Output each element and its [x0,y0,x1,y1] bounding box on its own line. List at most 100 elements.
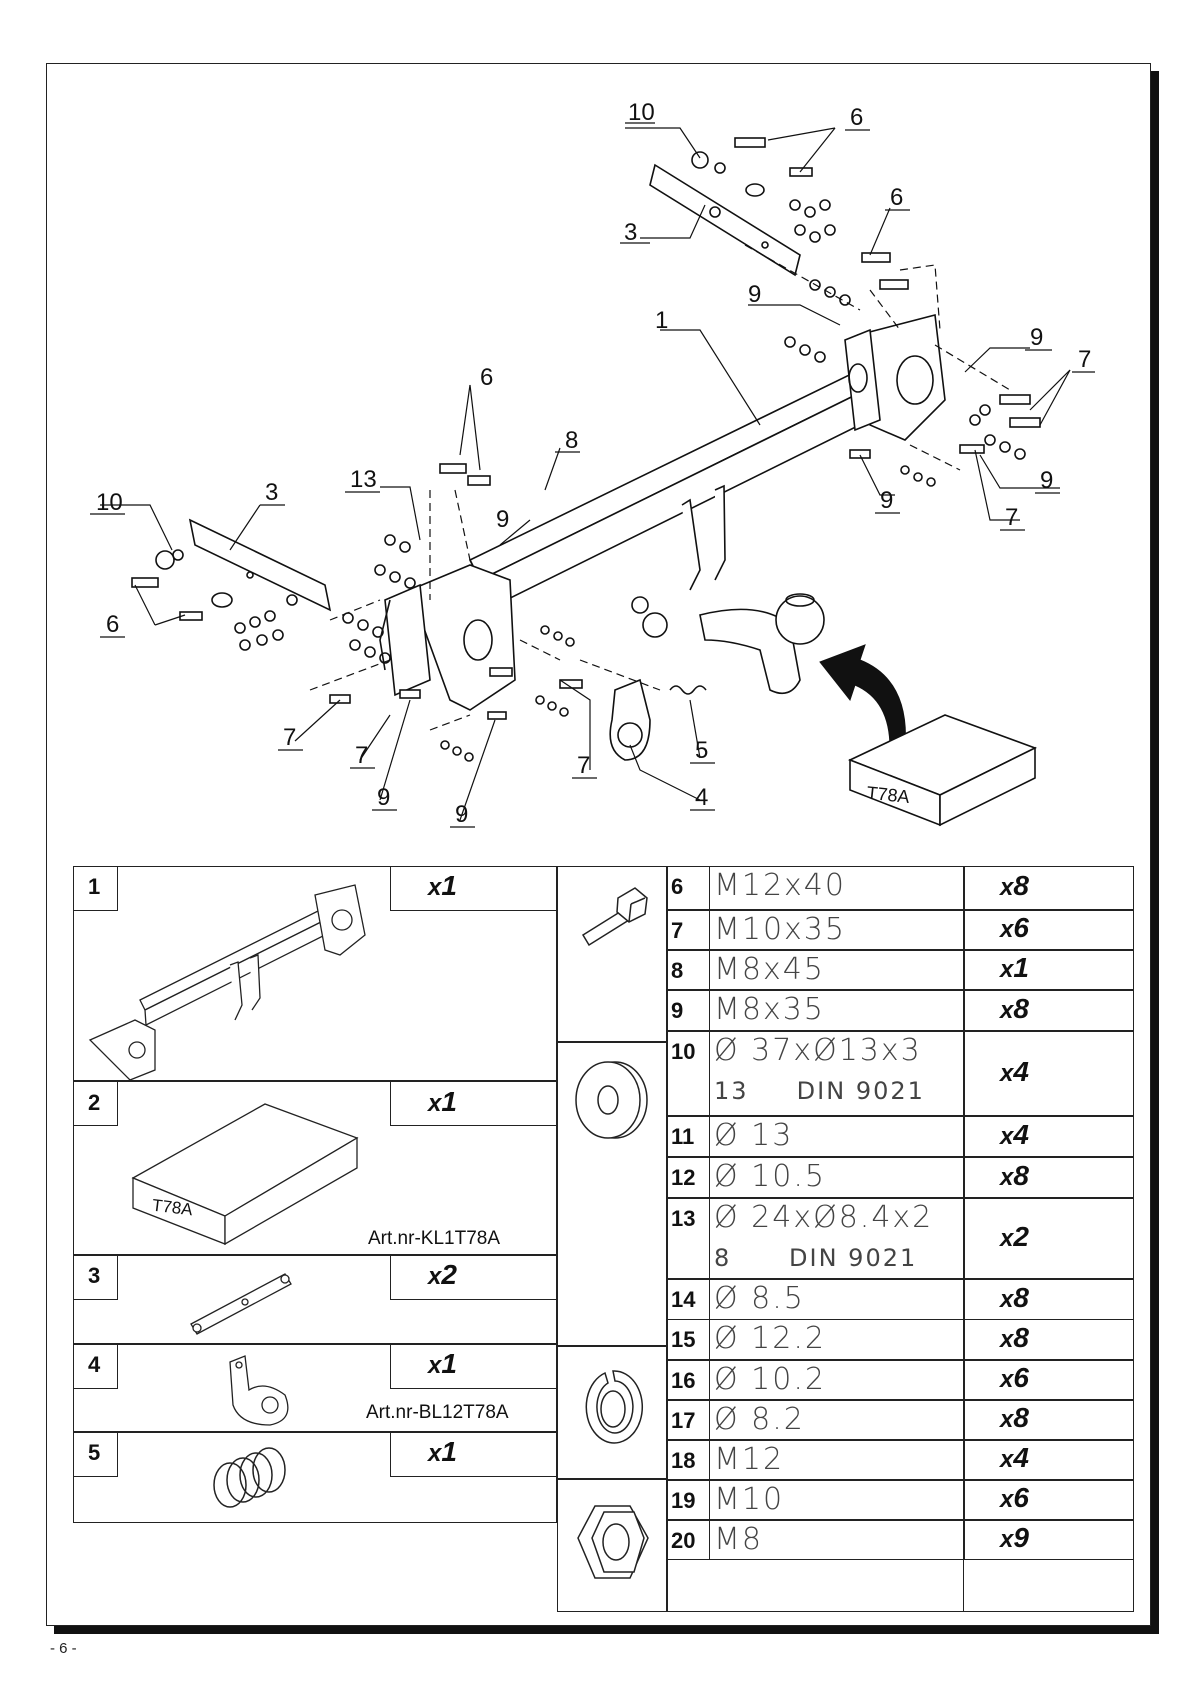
wiring-kit-arrow [819,644,906,749]
qty-n: 1 [441,870,457,901]
callout-label: 7 [355,742,368,769]
row-quantity: x8 [1000,1160,1029,1192]
qty-x: x [428,874,442,901]
qty-x: x [1000,956,1014,983]
callout-label: 9 [1030,324,1043,351]
table-cell [667,910,710,950]
callout-label: 6 [850,104,863,131]
side-plate-thumbnail [190,1273,292,1335]
qty-x: x [1000,1526,1014,1553]
qty-n: 8 [1013,870,1029,901]
table-cell [964,990,1134,1031]
table-cell [964,1116,1134,1157]
table-cell [964,1319,1134,1360]
qty-x: x [428,1440,442,1467]
row-number: 7 [671,918,684,943]
socket-plate-thumbnail [229,1355,289,1426]
callout-label: 9 [880,487,893,514]
row-description: M10x35 [714,912,846,947]
item-quantity: x1 [428,1086,457,1118]
wiring-kit-box [847,714,1038,827]
row-description-secondary: 13 DIN 9021 [714,1077,925,1105]
spring-thumbnail [213,1447,286,1508]
qty-x: x [1000,1122,1014,1150]
item-quantity: x1 [428,870,457,902]
upper-fasteners [691,137,909,363]
table-cell [667,1319,710,1360]
row-quantity: x8 [1000,1322,1029,1354]
row-number: 12 [671,1165,696,1190]
qty-n: 8 [1013,1402,1029,1433]
table-cell [964,1279,1134,1320]
callout-label: 6 [480,364,493,391]
row-quantity: x6 [1000,912,1029,944]
row-quantity: x8 [1000,1282,1029,1314]
table-cell [667,990,710,1031]
table-cell [964,1480,1134,1520]
qty-n: 4 [1013,1442,1029,1473]
qty-n: 8 [1013,1281,1029,1313]
callout-label: 1 [655,307,668,334]
table-cell [73,1081,118,1126]
table-cell [390,1081,557,1126]
leader-lines [100,127,1071,821]
row-description: M8x35 [714,992,825,1027]
row-description: M8 [714,1522,763,1557]
row-number: 18 [671,1448,696,1473]
upper-side-plate-part [649,163,801,277]
qty-x: x [1000,1406,1014,1433]
row-number: 15 [671,1327,696,1352]
table-cell [667,866,710,910]
qty-x: x [1000,1325,1014,1353]
item-quantity: x1 [428,1436,457,1468]
qty-x: x [428,1352,442,1379]
qty-x: x [1000,1163,1014,1191]
socket-plate-part [609,678,707,761]
qty-x: x [428,1263,442,1290]
table-cell [557,866,667,1042]
right-bracket-part [844,313,946,441]
table-cell [964,1400,1134,1440]
qty-n: 6 [1013,1362,1029,1393]
row-quantity: x2 [1000,1221,1029,1253]
row-description: Ø 24xØ8.4x2 [714,1200,934,1235]
qty-x: x [1000,916,1014,943]
callout-label: 8 [565,427,578,454]
qty-x: x [1000,1446,1014,1473]
row-description: Ø 10.2 [714,1362,826,1397]
qty-n: 6 [1013,1482,1029,1513]
qty-x: x [1000,1486,1014,1513]
qty-x: x [428,1090,442,1117]
item-number: 5 [88,1440,101,1465]
qty-n: 4 [1013,1055,1029,1087]
qty-n: 1 [1013,952,1029,983]
item-number: 3 [88,1263,101,1288]
row-quantity: x8 [1000,993,1029,1025]
item-number: 4 [88,1352,101,1377]
qty-n: 1 [441,1086,457,1117]
wiring-kit-thumbnail [131,1103,359,1246]
qty-x: x [1000,1059,1014,1087]
callout-labels: 10 6 3 6 9 1 9 7 6 8 13 9 10 3 6 9 7 9 7… [96,99,1091,828]
row-number: 13 [671,1206,696,1231]
row-description: Ø 8.2 [714,1402,805,1437]
callout-label: 13 [350,466,377,493]
qty-n: 2 [441,1259,457,1290]
table-cell [964,1157,1134,1198]
callout-label: 3 [624,219,637,246]
item-quantity: x1 [428,1348,457,1380]
row-description: M10 [714,1482,785,1517]
row-description: M12 [714,1442,785,1477]
row-quantity: x8 [1000,870,1029,902]
table-cell [964,866,1134,910]
qty-x: x [1000,1285,1014,1313]
callout-label: 7 [1078,346,1091,373]
callout-label: 6 [106,611,119,638]
table-cell [964,1520,1134,1560]
table-cell [667,1520,710,1560]
qty-n: 1 [441,1436,457,1467]
table-cell [73,1255,118,1300]
crossbar-thumbnail [88,884,366,1080]
assembly-lines [309,244,1011,731]
row-quantity: x6 [1000,1362,1029,1394]
